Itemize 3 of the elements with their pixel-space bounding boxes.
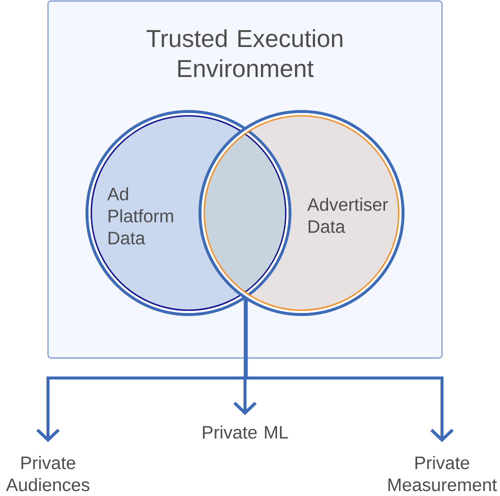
text-label: Private Measurement [388, 456, 497, 492]
text-label: Private ML [202, 426, 288, 439]
text-label: Private Audiences [6, 456, 90, 492]
